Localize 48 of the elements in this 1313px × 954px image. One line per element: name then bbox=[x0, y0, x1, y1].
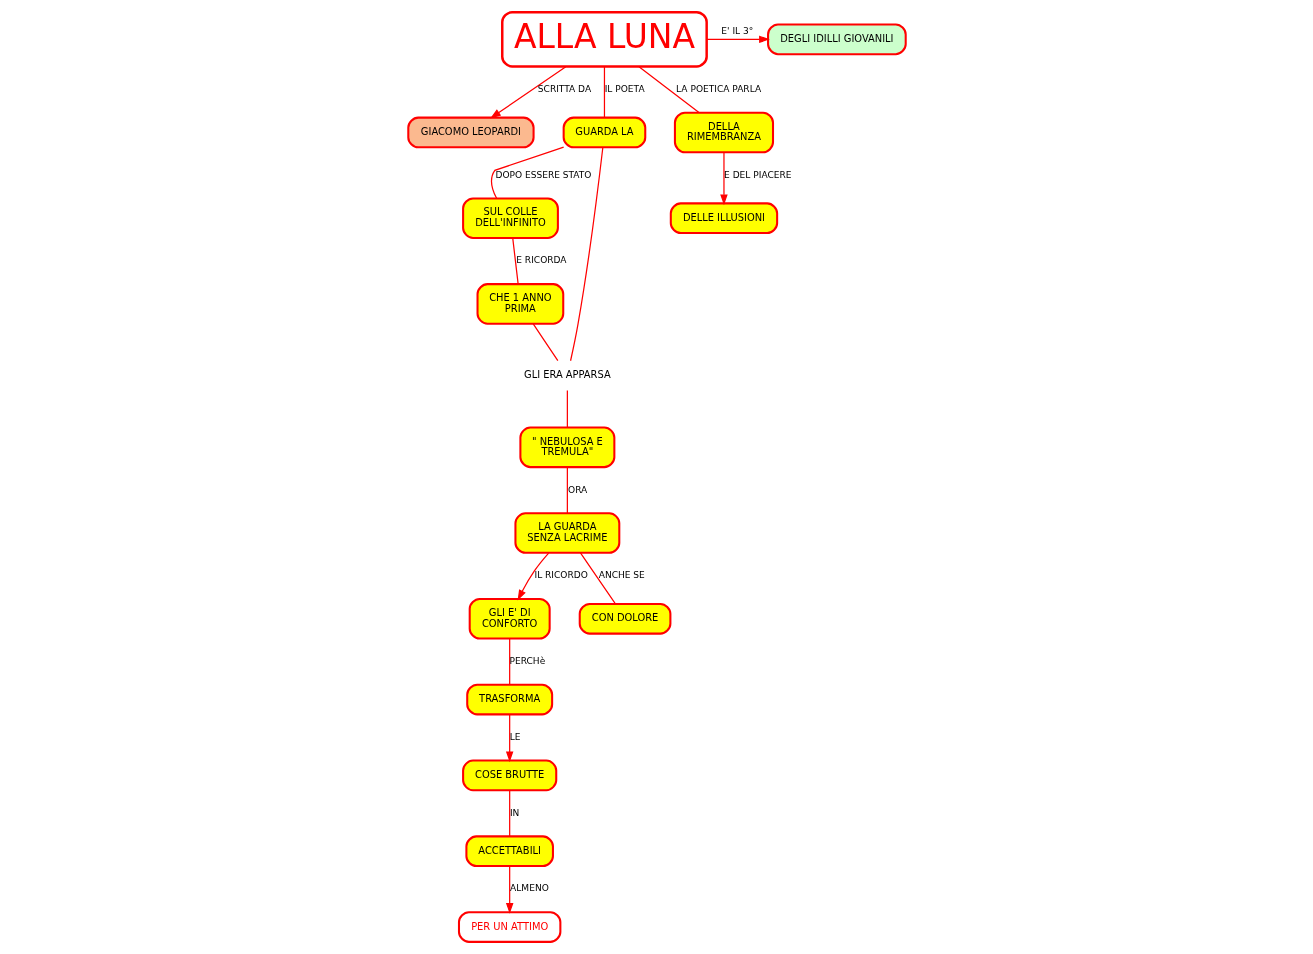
node-box: TRASFORMA bbox=[465, 683, 553, 716]
connector bbox=[490, 146, 564, 199]
node-box: DEGLI IDILLI GIOVANILI bbox=[766, 23, 907, 56]
edge-label: ORA bbox=[567, 484, 587, 495]
edge-label: IN bbox=[509, 807, 519, 818]
edge-label: DOPO ESSERE STATO bbox=[494, 169, 591, 180]
edge-label: IL POETA bbox=[604, 83, 645, 94]
node-box: COSE BRUTTE bbox=[461, 759, 557, 792]
node-box: LA GUARDA SENZA LACRIME bbox=[513, 512, 620, 554]
connector bbox=[603, 66, 605, 119]
edge-label: E RICORDA bbox=[515, 255, 567, 266]
connector bbox=[637, 66, 700, 114]
edge-label: ALMENO bbox=[509, 883, 549, 894]
node-box: PER UN ATTIMO bbox=[457, 911, 561, 943]
arrow bbox=[517, 552, 549, 601]
node-box: ACCETTABILI bbox=[464, 835, 554, 868]
node-box: GLI E' DI CONFORTO bbox=[468, 597, 551, 640]
node-box: GUARDA LA bbox=[562, 116, 646, 149]
node-box: CHE 1 ANNO PRIMA bbox=[476, 283, 564, 325]
connector bbox=[532, 323, 558, 362]
edge-label: PERCHè bbox=[509, 655, 545, 666]
edge-label: IL RICORDO bbox=[534, 570, 588, 581]
node-box: " NEBULOSA E TREMULA" bbox=[518, 426, 615, 469]
connector bbox=[566, 466, 568, 514]
node-box: SUL COLLE DELL'INFINITO bbox=[461, 197, 559, 239]
arrow bbox=[505, 714, 513, 763]
edge-label: LA POETICA PARLA bbox=[675, 83, 761, 94]
connector bbox=[579, 552, 616, 605]
edge-label: ANCHE SE bbox=[598, 570, 645, 581]
arrow bbox=[505, 865, 513, 914]
connector bbox=[508, 789, 510, 837]
connector bbox=[508, 638, 510, 686]
connector bbox=[511, 237, 519, 285]
arrow bbox=[719, 151, 728, 206]
connector bbox=[569, 146, 603, 362]
edge-label: E' IL 3° bbox=[720, 26, 753, 37]
node-text: GLI ERA APPARSA bbox=[523, 369, 611, 381]
arrow bbox=[705, 35, 770, 44]
edge-label: SCRITTA DA bbox=[537, 83, 591, 94]
node-box: DELLE ILLUSIONI bbox=[669, 202, 778, 235]
arrow bbox=[489, 66, 566, 119]
node-box: GIACOMO LEOPARDI bbox=[406, 116, 535, 149]
node-box: ALLA LUNA bbox=[500, 10, 708, 68]
node-box: CON DOLORE bbox=[578, 602, 671, 635]
edge-label: E DEL PIACERE bbox=[723, 169, 791, 180]
connector bbox=[566, 390, 568, 428]
node-box: DELLA RIMEMBRANZA bbox=[673, 111, 774, 154]
edge-label: LE bbox=[509, 731, 520, 742]
